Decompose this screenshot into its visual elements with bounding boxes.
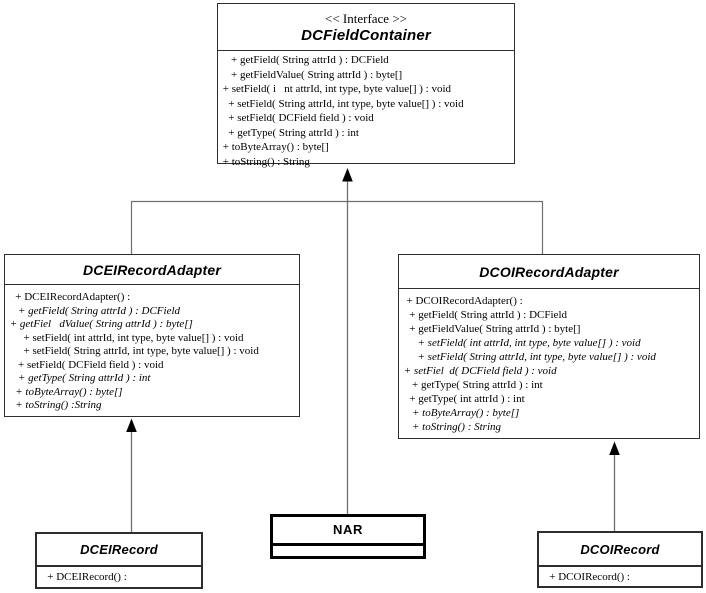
class-box-dcoirecord: DCOIRecord + DCOIRecord() : — [537, 531, 703, 588]
class-box-dceirecordadapter: DCEIRecordAdapter + DCEIRecordAdapter() … — [4, 254, 300, 417]
nar-label: NAR — [273, 517, 423, 546]
dceirecord-header: DCEIRecord — [37, 534, 201, 567]
interface-header: << Interface >> DCFieldContainer — [218, 4, 514, 51]
method-line: + getField( String attrId ) : DCField — [220, 54, 389, 66]
method-line: + toString() :String — [7, 399, 102, 411]
dcoirecordadapter-header: DCOIRecordAdapter — [399, 255, 699, 289]
interface-arrowhead-icon — [342, 168, 353, 182]
method-line: + setField( int attrId, int type, byte v… — [401, 337, 641, 349]
method-line: + DCEIRecord() : — [39, 571, 127, 583]
method-line: + DCOIRecordAdapter() : — [401, 295, 523, 307]
class-box-dcoirecordadapter: DCOIRecordAdapter + DCOIRecordAdapter() … — [398, 254, 700, 439]
method-line: + setField( String attrId, int type, byt… — [7, 345, 259, 357]
method-line: + toString() : String — [401, 421, 502, 433]
method-line: + getFieldValue( String attrId ) : byte[… — [220, 68, 403, 81]
dcoirecord-methods-list: + DCOIRecord() : — [539, 567, 701, 584]
method-line: + setField( int attrId, int type, byte v… — [7, 331, 244, 344]
dcoirecord-header: DCOIRecord — [539, 533, 701, 567]
left-arrowhead-icon — [126, 418, 137, 432]
method-line: + getType( String attrId ) : int — [7, 372, 151, 384]
method-line: + getFiel dValue( String attrId ) : byte… — [7, 318, 193, 330]
interface-methods-list: + getField( String attrId ) : DCField + … — [218, 51, 514, 169]
method-line: + toByteArray() : byte[] — [7, 385, 123, 398]
method-line: + setField( DCField field ) : void — [220, 112, 374, 124]
right-arrowhead-icon — [609, 441, 620, 455]
method-line: + toString() : String — [220, 155, 310, 168]
method-line: + toByteArray() : byte[] — [220, 141, 329, 153]
method-line: + getFieldValue( String attrId ) : byte[… — [401, 323, 581, 335]
method-line: + setFiel d( DCField field ) : void — [401, 365, 557, 377]
dceirecordadapter-methods-list: + DCEIRecordAdapter() : + getField( Stri… — [5, 285, 299, 413]
dceirecord-methods-list: + DCEIRecord() : — [37, 567, 201, 584]
dceirecord-name: DCEIRecord — [80, 542, 158, 557]
class-box-dceirecord: DCEIRecord + DCEIRecord() : — [35, 532, 203, 589]
interface-name: DCFieldContainer — [301, 26, 431, 44]
method-line: + DCEIRecordAdapter() : — [7, 291, 131, 303]
dcoirecordadapter-name: DCOIRecordAdapter — [479, 263, 619, 280]
method-line: + setField( String attrId, int type, byt… — [220, 97, 464, 110]
nar-empty-compartment — [273, 546, 423, 556]
method-line: + getType( String attrId ) : int — [220, 126, 359, 139]
method-line: + getType( int attrId ) : int — [401, 393, 525, 405]
interface-box-dcfieldcontainer: << Interface >> DCFieldContainer + getFi… — [217, 3, 515, 168]
method-line: + setField( DCField field ) : void — [7, 358, 164, 371]
dcoirecord-name: DCOIRecord — [580, 541, 660, 557]
method-line: + DCOIRecord() : — [541, 571, 630, 583]
method-line: + setField( String attrId, int type, byt… — [401, 351, 656, 363]
method-line: + toByteArray() : byte[] — [401, 407, 520, 419]
method-line: + getField( String attrId ) : DCField — [401, 309, 567, 321]
nar-node: NAR — [270, 514, 426, 559]
dceirecordadapter-header: DCEIRecordAdapter — [5, 255, 299, 285]
method-line: + getType( String attrId ) : int — [401, 379, 543, 391]
interface-stereotype: << Interface >> — [324, 10, 407, 26]
method-line: + getField( String attrId ) : DCField — [7, 304, 181, 317]
dcoirecordadapter-methods-list: + DCOIRecordAdapter() : + getField( Stri… — [399, 289, 699, 434]
dceirecordadapter-name: DCEIRecordAdapter — [83, 261, 221, 278]
method-line: + setField( i nt attrId, int type, byte … — [220, 83, 452, 95]
